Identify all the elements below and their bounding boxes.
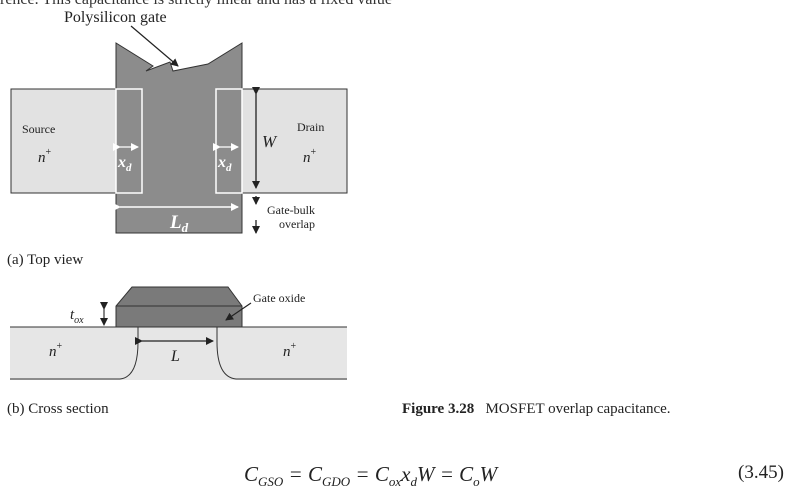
tox-label: tox <box>70 307 84 326</box>
cross-section-caption: (b) Cross section <box>7 401 109 417</box>
left-doping-label: n+ <box>49 341 63 360</box>
w-label: W <box>262 132 278 151</box>
figure-caption: Figure 3.28 MOSFET overlap capacitance. <box>402 401 671 418</box>
gate-label: Polysilicon gate <box>64 9 167 26</box>
top-view-caption: (a) Top view <box>7 252 84 268</box>
polysilicon-gate <box>115 42 243 234</box>
figure-title: MOSFET overlap capacitance. <box>485 401 671 417</box>
drain-overlap-outline <box>215 88 243 194</box>
gate-pointer-arrow <box>130 25 179 67</box>
page-top-text: rence. This capacitance is strictly line… <box>0 0 392 9</box>
figure-number: Figure 3.28 <box>402 401 475 417</box>
source-doping: n+ <box>38 147 52 166</box>
right-well-outline <box>216 327 347 380</box>
drain-label: Drain <box>297 120 324 134</box>
right-doping-label: n+ <box>283 341 297 360</box>
xd-right-label: xd <box>217 154 232 174</box>
l-label: L <box>170 348 180 365</box>
equation-number: (3.45) <box>738 462 784 483</box>
source-overlap-outline <box>115 88 143 194</box>
overlap-label-line1: Gate-bulk <box>267 203 315 217</box>
oxide-label: Gate oxide <box>253 291 305 305</box>
overlap-label-line2: overlap <box>279 217 315 231</box>
oxide-pointer-arrow <box>225 302 252 321</box>
source-label: Source <box>22 122 55 136</box>
equation: CGSO = CGDO = CoxxdW = CoW <box>244 462 498 490</box>
xd-left-label: xd <box>117 154 132 174</box>
cross-section-diagram <box>10 286 347 380</box>
ld-label: Ld <box>169 212 189 235</box>
cross-section-gate <box>115 286 243 328</box>
drain-doping: n+ <box>303 147 317 166</box>
top-view-diagram <box>10 25 348 234</box>
substrate <box>10 327 347 380</box>
